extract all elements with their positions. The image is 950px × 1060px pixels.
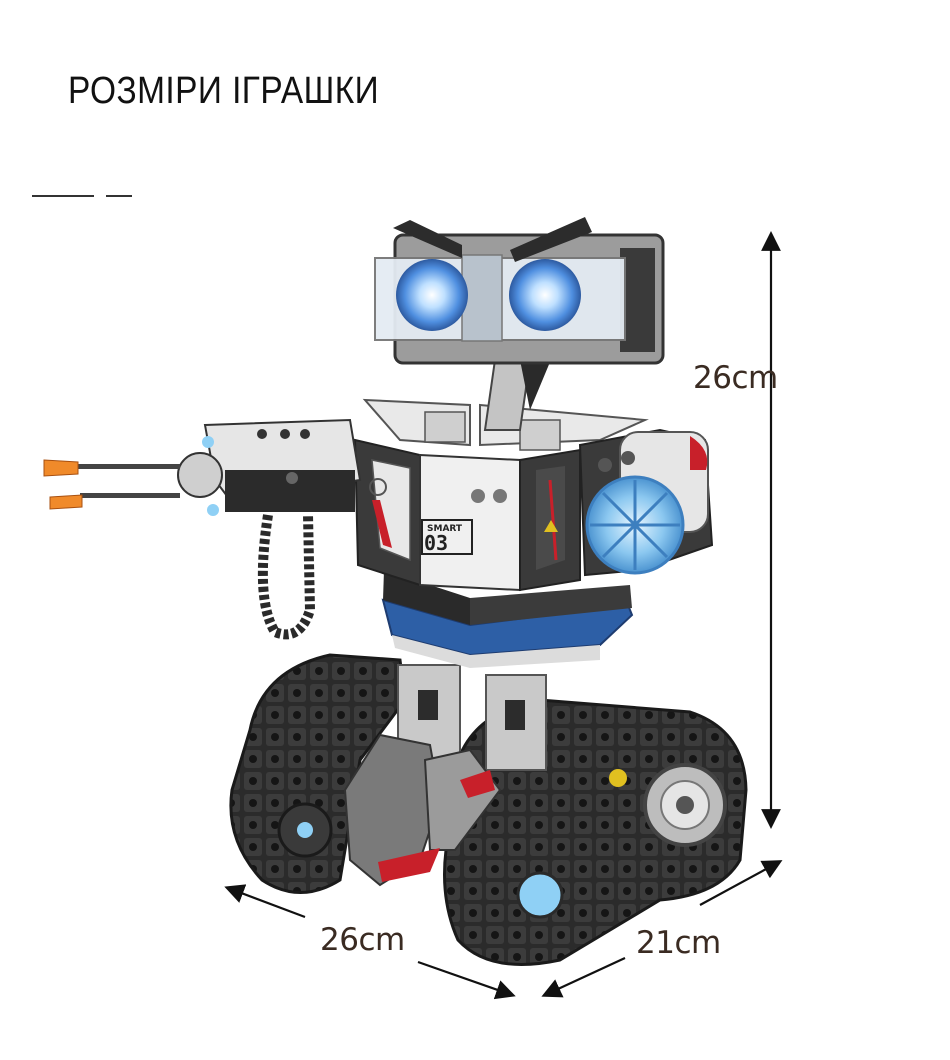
width-arrow [224,884,516,1000]
page-title: РОЗМІРИ ІГРАШКИ [68,70,380,112]
neck [483,359,550,431]
head [374,217,665,365]
torso: SMART 03 [353,398,649,668]
width-dimension-label: 26cm [320,922,405,958]
decorative-line-short [106,195,132,197]
chest-number-text: 03 [424,531,448,555]
depth-dimension-label: 21cm [636,925,721,961]
depth-arrow [541,860,783,998]
left-track [229,653,407,894]
right-eye [509,259,581,331]
height-dimension-label: 26cm [693,360,778,396]
decorative-line-long [32,195,94,197]
chest-smart-text: SMART [427,524,463,534]
right-arm [578,428,714,577]
lower-body [343,664,547,887]
left-eye [396,259,468,331]
left-arm [43,418,362,640]
